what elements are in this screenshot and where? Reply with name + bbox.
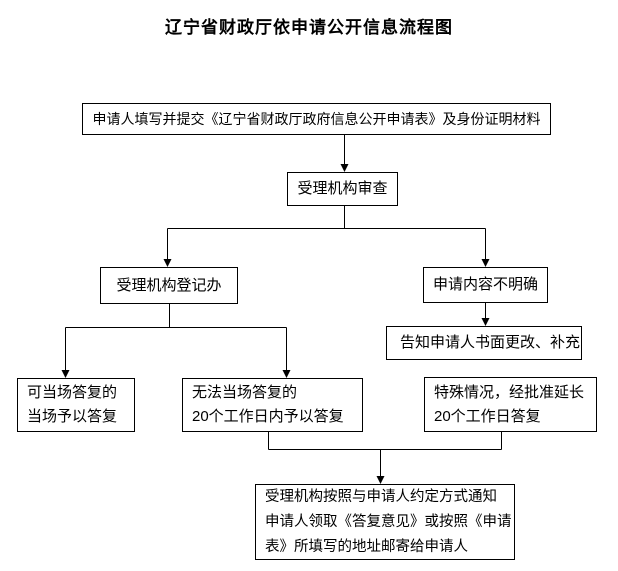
node-notify-amend-label: 告知申请人书面更改、补充 (400, 334, 581, 351)
node-content-unclear-label: 申请内容不明确 (432, 276, 538, 293)
arrowhead-notify (481, 318, 490, 326)
node-onspot-reply-line2: 当场予以答复 (27, 408, 118, 425)
node-special-extension-line2: 20个工作日答复 (434, 407, 541, 425)
node-reply-within-20-days: 无法当场答复的 20个工作日内予以答复 (182, 378, 363, 432)
node-submit-application: 申请人填写并提交《辽宁省财政厅政府信息公开申请表》及身份证明材料 (82, 103, 551, 135)
node-final-delivery-line2: 申请人领取《答复意见》或按照《申请 (265, 513, 512, 530)
arrowheads (61, 164, 490, 484)
connector-lines (65, 135, 502, 477)
node-onspot-reply: 可当场答复的 当场予以答复 (17, 378, 135, 432)
node-acceptance-review-label: 受理机构审查 (297, 180, 388, 197)
arrowhead-onspot (61, 370, 70, 378)
node-onspot-reply-line1: 可当场答复的 (27, 384, 118, 401)
arrowhead-register (163, 259, 172, 267)
node-reply-within-20-days-line1: 无法当场答复的 (192, 384, 298, 401)
node-final-delivery-line3: 表》所填写的地址邮寄给申请人 (265, 538, 468, 555)
node-registration: 受理机构登记办 (100, 267, 238, 304)
page-title: 辽宁省财政厅依申请公开信息流程图 (165, 18, 453, 37)
arrowhead-unclear (481, 259, 490, 267)
node-submit-application-label: 申请人填写并提交《辽宁省财政厅政府信息公开申请表》及身份证明材料 (92, 111, 541, 127)
node-notify-amend: 告知申请人书面更改、补充 (386, 326, 582, 360)
connector-merge-final (268, 432, 502, 477)
arrowhead-within20 (282, 370, 291, 378)
arrowhead-review (340, 164, 349, 172)
node-special-extension-line1: 特殊情况，经批准延长 (434, 383, 585, 401)
node-special-extension: 特殊情况，经批准延长 20个工作日答复 (424, 377, 597, 432)
node-final-delivery: 受理机构按照与申请人约定方式通知 申请人领取《答复意见》或按照《申请 表》所填写… (255, 484, 515, 560)
node-acceptance-review: 受理机构审查 (287, 172, 398, 206)
node-registration-label: 受理机构登记办 (116, 276, 222, 294)
connector-register-split (65, 304, 287, 371)
arrowhead-final (376, 476, 385, 484)
node-final-delivery-line1: 受理机构按照与申请人约定方式通知 (265, 488, 497, 505)
connector-review-split (167, 206, 486, 260)
node-content-unclear: 申请内容不明确 (423, 267, 548, 303)
node-reply-within-20-days-line2: 20个工作日内予以答复 (192, 408, 344, 425)
